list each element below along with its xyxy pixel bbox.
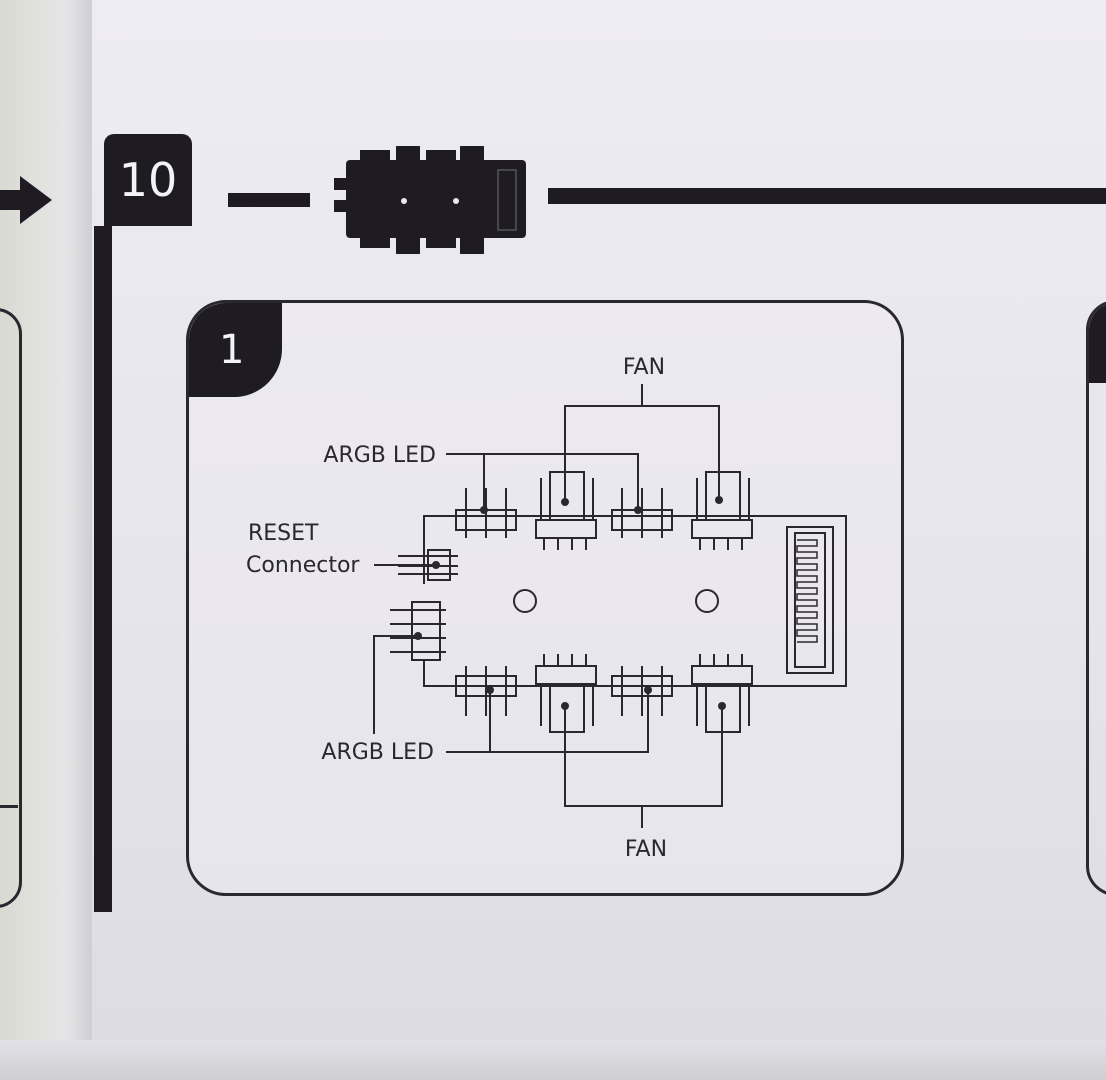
next-panel-tab [1089, 303, 1106, 383]
header-line-long [548, 188, 1106, 204]
fan-header-top-left [535, 471, 597, 550]
fan-header-bottom-left [535, 654, 597, 733]
panel-number: 1 [189, 303, 282, 397]
callout-lines [373, 384, 723, 828]
paper-fold-bottom [0, 1040, 1106, 1080]
argb-input-header [390, 601, 446, 661]
mount-hole-right [695, 589, 719, 613]
label-reset-line1: RESET [248, 521, 319, 546]
previous-step-arrow-icon [0, 176, 52, 224]
label-reset-line2: Connector [246, 553, 360, 578]
header-line-short [228, 193, 310, 207]
label-argb-led-bottom: ARGB LED [321, 740, 434, 765]
diagram-panel: 1 [186, 300, 904, 896]
argb-header-bottom-right [611, 666, 673, 716]
previous-panel-divider [0, 805, 18, 808]
label-fan-bottom: FAN [625, 837, 667, 862]
label-argb-led-top: ARGB LED [323, 443, 436, 468]
label-fan-top: FAN [623, 355, 665, 380]
hub-board [423, 515, 847, 687]
sata-power-connector [786, 526, 834, 674]
argb-header-top-right [611, 488, 673, 538]
mount-hole-left [513, 589, 537, 613]
step-number-badge: 10 [104, 134, 192, 226]
fan-header-top-right [691, 471, 753, 550]
paper-fold-left [0, 0, 92, 1080]
callout-dots [414, 496, 726, 710]
argb-header-bottom-left [455, 666, 517, 716]
step-vertical-bar [94, 226, 112, 912]
fan-hub-thumbnail-icon [334, 146, 526, 254]
